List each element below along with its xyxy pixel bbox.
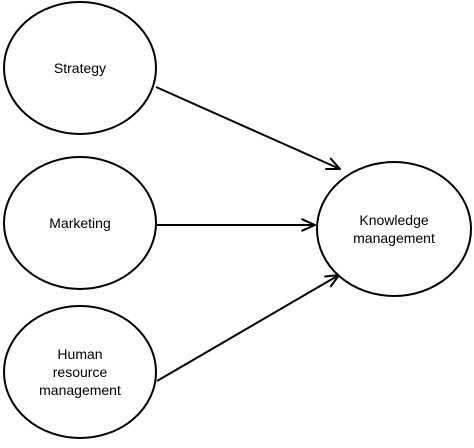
node-label-marketing-line-0: Marketing — [49, 215, 110, 231]
arrow-hrm-to-km — [156, 274, 340, 382]
node-km: Knowledge management — [316, 161, 472, 297]
arrow-strategy-to-km — [155, 86, 341, 171]
node-ellipse — [3, 1, 157, 135]
node-label-strategy-line-0: Strategy — [54, 60, 106, 76]
arrow-line — [156, 274, 340, 382]
node-ellipse — [3, 305, 157, 439]
node-label-km-line-1: management — [353, 230, 435, 246]
arrowhead-icon — [324, 274, 340, 288]
arrowhead-icon — [325, 157, 341, 171]
node-ellipse — [3, 156, 157, 290]
edges-layer — [155, 86, 341, 382]
node-ellipse — [316, 161, 472, 297]
node-marketing: Marketing — [3, 156, 157, 290]
node-hrm: Human resource management — [3, 305, 157, 439]
node-strategy: Strategy — [3, 1, 157, 135]
node-label-hrm-line-0: Human — [57, 346, 102, 362]
arrowhead-icon — [301, 218, 316, 232]
node-label-hrm-line-1: resource — [53, 364, 108, 380]
arrow-marketing-to-km — [157, 218, 316, 232]
node-label-km-line-0: Knowledge — [359, 212, 428, 228]
node-label-hrm-line-2: management — [39, 382, 121, 398]
arrow-line — [155, 86, 341, 170]
